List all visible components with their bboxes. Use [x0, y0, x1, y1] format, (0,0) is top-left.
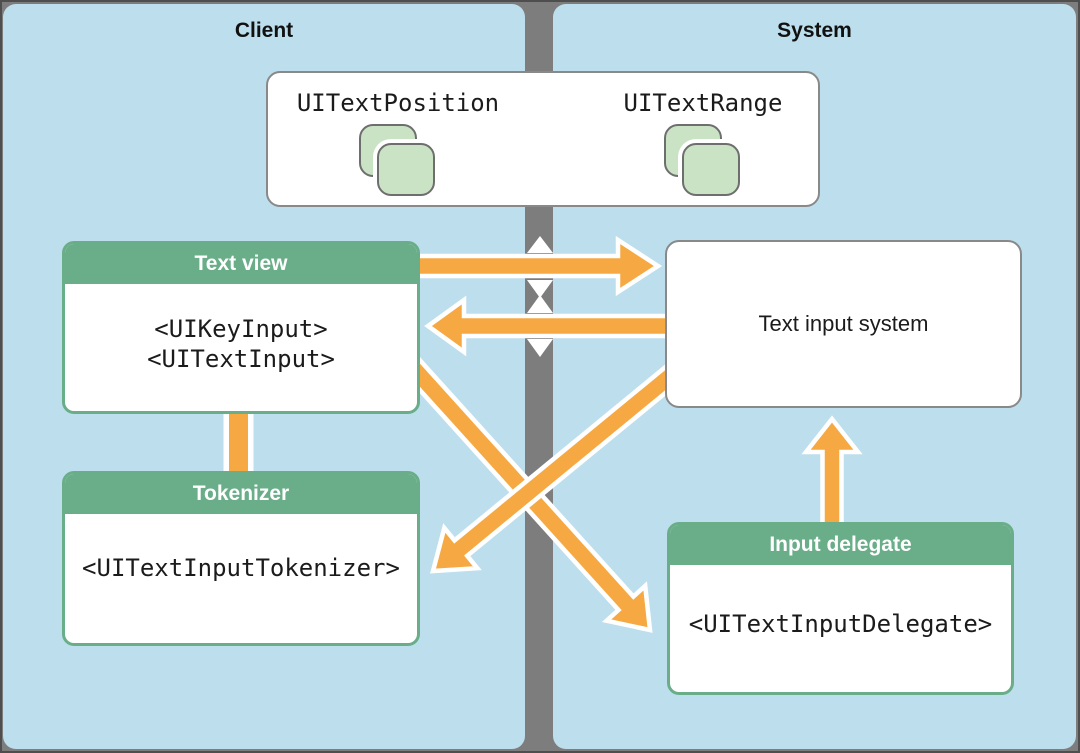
protocol-uitextinputtokenizer: <UITextInputTokenizer>: [82, 553, 400, 582]
divider-notch-down-icon: [527, 339, 553, 357]
tokenizer-body: <UITextInputTokenizer>: [65, 514, 417, 643]
arrow-text-input-system-to-tokenizer: [430, 357, 690, 574]
uitextrange-objects-icon: [664, 124, 742, 200]
text-view-header: Text view: [65, 244, 417, 284]
input-delegate-box: Input delegate <UITextInputDelegate>: [667, 522, 1014, 695]
divider-notch-up-icon: [527, 295, 553, 313]
text-input-system-box: Text input system: [665, 240, 1022, 408]
protocol-uikeyinput: <UIKeyInput>: [154, 314, 328, 343]
divider-notch-down-icon: [527, 280, 553, 298]
arrow-input-delegate-to-text-input-system: [801, 415, 863, 533]
uitextposition-label: UITextPosition: [296, 89, 500, 117]
object-card-front-icon: [377, 143, 435, 196]
protocol-uitextinput: <UITextInput>: [147, 344, 335, 373]
arrow-text-view-to-text-input-system: [411, 235, 663, 297]
uitextrange-label: UITextRange: [623, 89, 783, 117]
uitextrange-group: UITextRange: [578, 89, 818, 200]
text-input-system-label: Text input system: [758, 311, 929, 336]
uitextposition-objects-icon: [359, 124, 437, 200]
arrow-text-input-system-to-text-view: [424, 295, 673, 357]
protocol-uitextinputdelegate: <UITextInputDelegate>: [688, 609, 993, 638]
text-view-box: Text view <UIKeyInput> <UITextInput>: [62, 241, 420, 414]
client-panel-title: Client: [234, 19, 294, 42]
input-delegate-header: Input delegate: [670, 525, 1011, 565]
text-view-body: <UIKeyInput> <UITextInput>: [65, 284, 417, 411]
input-delegate-body: <UITextInputDelegate>: [670, 565, 1011, 692]
system-panel-title: System: [777, 19, 852, 42]
divider-notch-up-icon: [527, 236, 553, 253]
tokenizer-header: Tokenizer: [65, 474, 417, 514]
object-card-front-icon: [682, 143, 740, 196]
uitextposition-group: UITextPosition: [268, 89, 528, 200]
tokenizer-box: Tokenizer <UITextInputTokenizer>: [62, 471, 420, 646]
connector-text-view-to-tokenizer: [223, 406, 254, 476]
text-objects-box: UITextPosition UITextRange: [266, 71, 820, 207]
